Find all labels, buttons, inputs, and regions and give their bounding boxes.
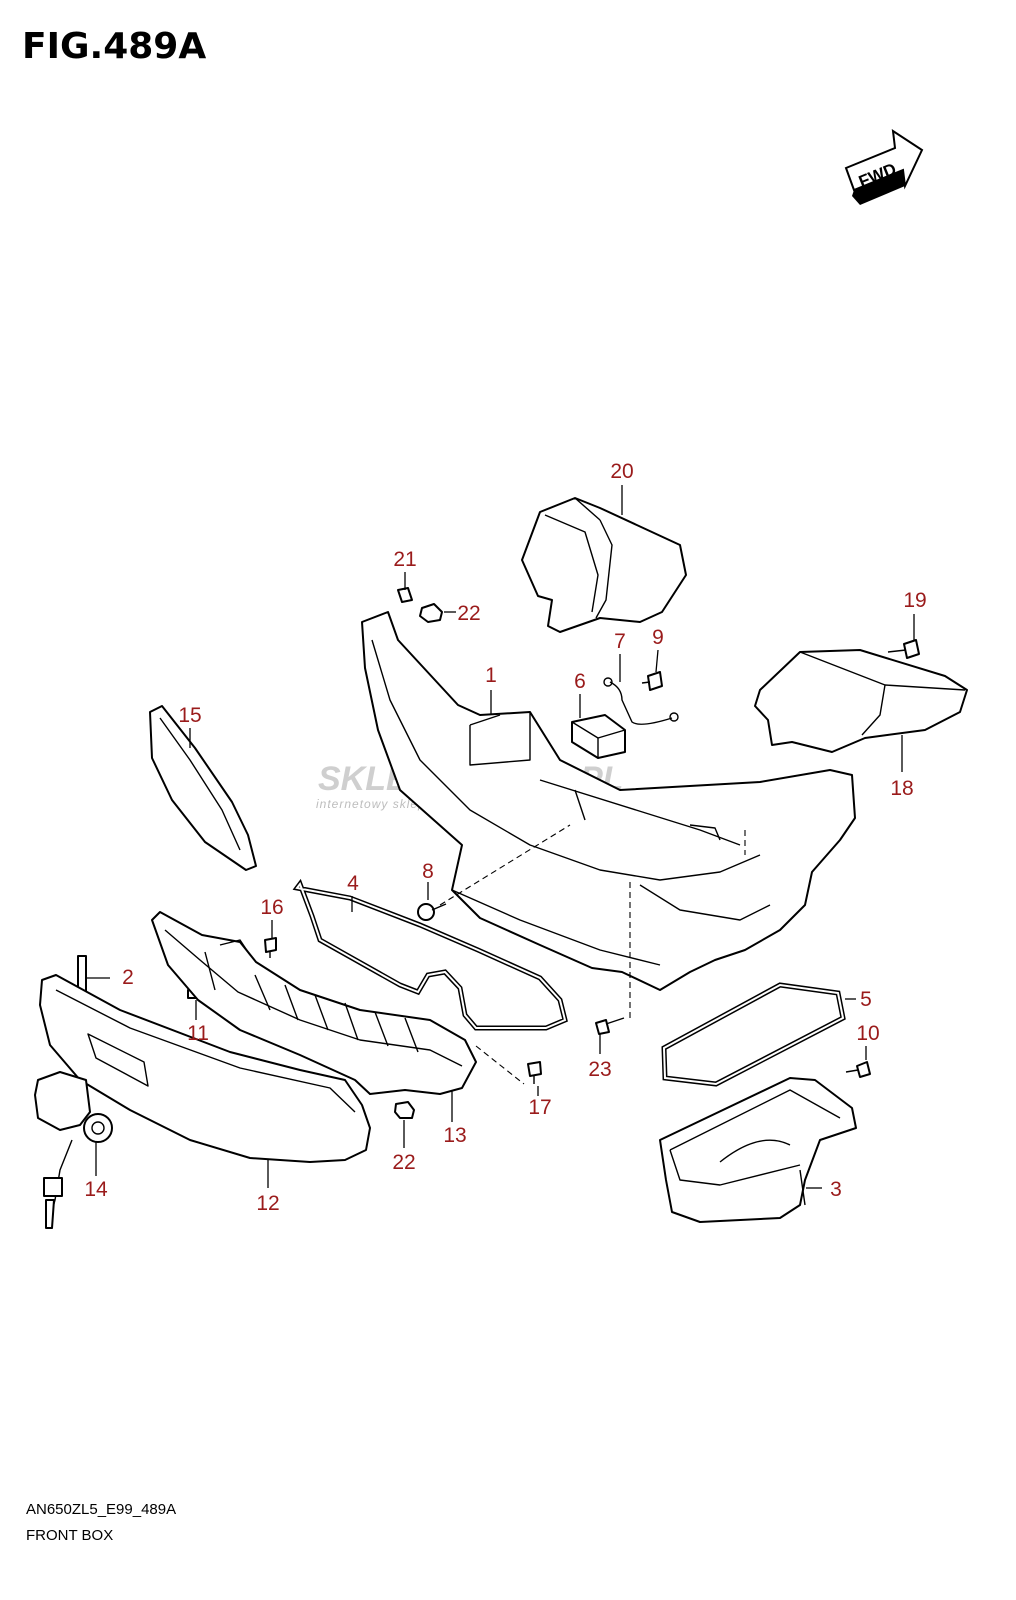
fwd-arrow-icon: FWD	[844, 128, 924, 205]
bolt-icon	[641, 671, 663, 691]
part-22-nut	[394, 1101, 415, 1119]
leader-lines	[86, 485, 915, 1189]
callout-1: 1	[485, 664, 497, 687]
bolt-icon	[845, 1061, 871, 1078]
callout-12: 12	[256, 1192, 279, 1215]
part-15-side-cover	[149, 705, 257, 871]
callout-20: 20	[610, 460, 633, 483]
part-21-clip	[397, 587, 413, 603]
callout-13: 13	[443, 1124, 466, 1147]
part-12-front-lid	[39, 974, 371, 1163]
part-20-pocket	[521, 497, 687, 633]
callout-23: 23	[588, 1058, 611, 1081]
callout-9: 9	[652, 626, 664, 649]
figure-name: FRONT BOX	[26, 1527, 113, 1544]
figure-code: AN650ZL5_E99_489A	[26, 1501, 176, 1518]
callout-19: 19	[903, 589, 926, 612]
wire-terminal-icon	[603, 677, 613, 687]
callout-7: 7	[614, 630, 626, 653]
part-3-inner-box	[659, 1077, 857, 1223]
callout-15: 15	[178, 704, 201, 727]
callout-6: 6	[574, 670, 586, 693]
part-6-block	[571, 714, 626, 759]
callout-5: 5	[860, 988, 872, 1011]
callout-22-lower: 22	[392, 1151, 415, 1174]
callout-10: 10	[856, 1022, 879, 1045]
part-7-wire	[609, 681, 673, 725]
part-5-seal-inner	[662, 983, 845, 1086]
callout-22-upper: 22	[457, 602, 480, 625]
bolt-icon	[527, 1061, 542, 1084]
part-22-nut	[419, 603, 443, 623]
callout-8: 8	[422, 860, 434, 883]
wire-terminal-icon	[669, 712, 679, 722]
callout-labels: 1 2 3 4 5 6 7 8 9 10 11 12 13 14 15 16 1…	[84, 460, 926, 1215]
part-18-pocket	[754, 649, 968, 753]
screw-icon	[595, 1017, 625, 1035]
callout-14: 14	[84, 1178, 108, 1201]
part-14-lock	[34, 1071, 113, 1229]
callout-16: 16	[260, 896, 283, 919]
callout-18: 18	[890, 777, 913, 800]
callout-4: 4	[347, 872, 359, 895]
bolt-icon	[264, 937, 277, 958]
callout-3: 3	[830, 1178, 842, 1201]
callout-11: 11	[187, 1022, 209, 1045]
bolt-icon	[417, 903, 447, 921]
part-13-frame	[151, 911, 477, 1095]
figure-title: FIG.489A	[22, 26, 206, 67]
callout-2: 2	[122, 966, 134, 989]
part-4-seal-inner	[295, 881, 567, 1029]
bolt-icon	[887, 639, 920, 659]
callout-21: 21	[393, 548, 416, 571]
callout-17: 17	[528, 1096, 551, 1119]
